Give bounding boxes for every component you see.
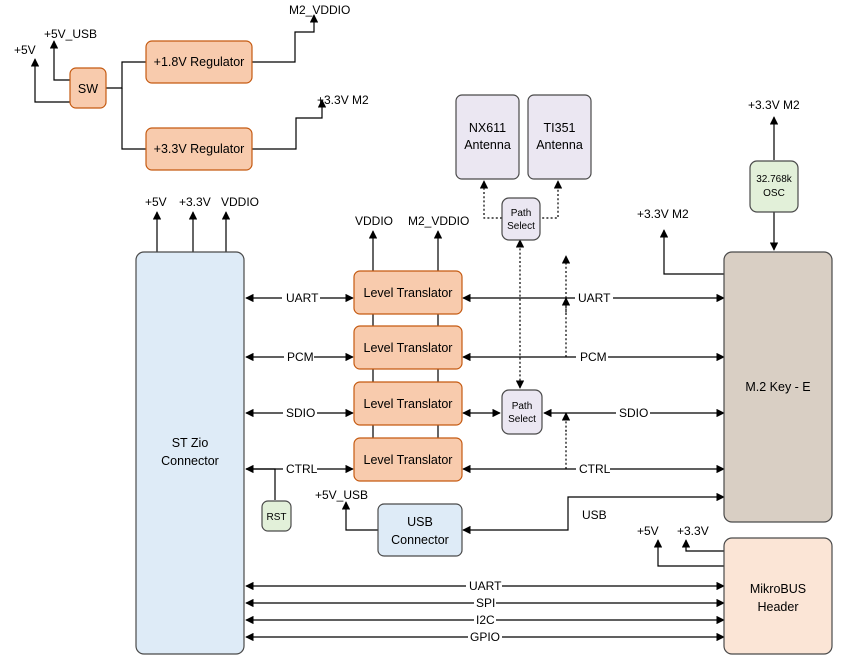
zio-vddio-label: VDDIO: [221, 195, 259, 209]
nx611-line2: Antenna: [464, 138, 511, 152]
m2-section: +3.3V M2 32.768k OSC +3.3V M2 M.2 Key - …: [637, 98, 833, 523]
mik-5v-label: +5V: [637, 524, 659, 538]
ti351-antenna-block: TI351 Antenna: [527, 94, 592, 180]
level-translator-section: VDDIO M2_VDDIO UART PCM SDIO CTRL UART P…: [245, 214, 725, 482]
lt-m2-vddio-label: M2_VDDIO: [408, 214, 469, 228]
sig-uart-right: UART: [578, 291, 611, 305]
nx611-line1: NX611: [469, 121, 506, 135]
mikrobus-line1: MikroBUS: [750, 582, 806, 596]
label-33v-m2-top: +3.3V M2: [317, 93, 369, 107]
usb-connector-line2: Connector: [391, 533, 449, 547]
usb-5v-usb-label: +5V_USB: [315, 488, 368, 502]
mikrobus-line2: Header: [758, 600, 799, 614]
mik-33v-label: +3.3V: [677, 524, 709, 538]
rst-block: RST: [261, 500, 292, 532]
reg-3v3-label: +3.3V Regulator: [154, 142, 245, 156]
sw-block: SW: [69, 67, 107, 109]
reg-1v8-block: +1.8V Regulator: [145, 40, 253, 84]
level-translator-2-label: Level Translator: [364, 341, 453, 355]
osc-line2: OSC: [763, 188, 785, 199]
sig-pcm-left: PCM: [287, 350, 314, 364]
sig-sdio-right: SDIO: [619, 406, 648, 420]
path-select-top-line1: Path: [511, 208, 532, 219]
st-zio-line2: Connector: [161, 454, 219, 468]
sig-ctrl-left: CTRL: [286, 462, 318, 476]
sig-sdio-left: SDIO: [286, 406, 315, 420]
label-5v: +5V: [14, 43, 36, 57]
path-select-mid-line1: Path: [512, 401, 533, 412]
osc-block: 32.768k OSC: [749, 160, 799, 213]
m2-label: M.2 Key - E: [745, 380, 810, 394]
level-translator-1-label: Level Translator: [364, 286, 453, 300]
level-translator-4: Level Translator: [353, 437, 463, 482]
level-translator-1: Level Translator: [353, 270, 463, 315]
ti351-line2: Antenna: [536, 138, 583, 152]
usb-connector-block: USB Connector: [377, 503, 463, 557]
antenna-section: NX611 Antenna TI351 Antenna Path Select …: [455, 94, 592, 469]
sig-pcm-right: PCM: [580, 350, 607, 364]
st-zio-block: ST Zio Connector: [135, 251, 245, 655]
st-zio-section: +5V +3.3V VDDIO ST Zio Connector: [135, 195, 259, 655]
zio-5v-label: +5V: [145, 195, 167, 209]
sw-label: SW: [78, 82, 98, 96]
path-select-mid: Path Select: [501, 389, 543, 435]
st-zio-line1: ST Zio: [172, 436, 209, 450]
m2-33v-m2-label: +3.3V M2: [637, 207, 689, 221]
path-select-top: Path Select: [501, 197, 541, 241]
usb-connector-line1: USB: [407, 515, 433, 529]
reg-1v8-label: +1.8V Regulator: [154, 55, 245, 69]
bus-gpio-label: GPIO: [470, 630, 500, 644]
level-translator-4-label: Level Translator: [364, 453, 453, 467]
mikrobus-section: +5V +3.3V UART SPI I2C GPIO MikroBUS Hea…: [245, 524, 833, 655]
zio-3v3-label: +3.3V: [179, 195, 211, 209]
bus-i2c-label: I2C: [476, 613, 495, 627]
path-select-mid-line2: Select: [508, 414, 536, 425]
level-translator-2: Level Translator: [353, 325, 463, 370]
osc-line1: 32.768k: [756, 174, 793, 185]
ti351-line1: TI351: [544, 121, 576, 135]
bus-uart-label: UART: [469, 579, 502, 593]
mikrobus-block: MikroBUS Header: [723, 537, 833, 655]
sig-uart-left: UART: [286, 291, 319, 305]
nx611-antenna-block: NX611 Antenna: [455, 94, 520, 180]
sig-ctrl-right: CTRL: [579, 462, 611, 476]
sig-usb-label: USB: [582, 508, 607, 522]
bus-spi-label: SPI: [476, 596, 495, 610]
reg-3v3-block: +3.3V Regulator: [145, 127, 253, 171]
power-section: +5V +5V_USB M2_VDDIO +3.3V M2 SW +1.8V R…: [14, 3, 369, 171]
label-5v-usb: +5V_USB: [44, 27, 97, 41]
level-translator-3: Level Translator: [353, 381, 463, 426]
label-m2-vddio: M2_VDDIO: [289, 3, 350, 17]
rst-label: RST: [267, 512, 287, 523]
m2-block: M.2 Key - E: [723, 251, 833, 523]
level-translator-3-label: Level Translator: [364, 397, 453, 411]
osc-33v-m2-label: +3.3V M2: [748, 98, 800, 112]
rst-usb-section: RST +5V_USB USB USB Connector: [246, 468, 725, 557]
lt-vddio-label: VDDIO: [355, 214, 393, 228]
path-select-top-line2: Select: [507, 221, 535, 232]
